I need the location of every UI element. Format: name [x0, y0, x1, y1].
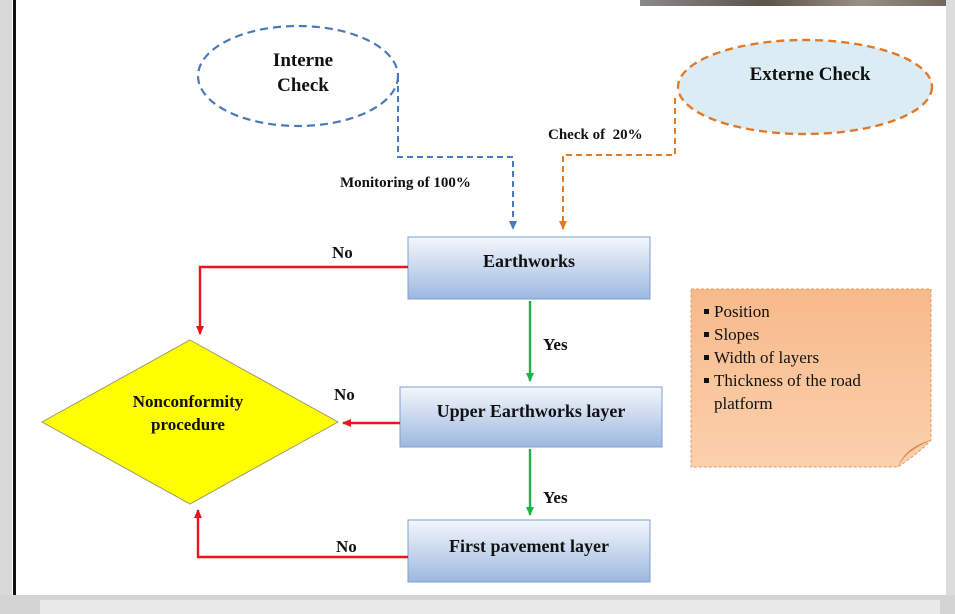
criteria-item: Position — [704, 300, 919, 323]
earthworks-box — [407, 236, 651, 300]
check-percentage-label: Check of 20% — [548, 127, 643, 143]
monitoring-connector — [397, 76, 517, 230]
externe-check-ellipse — [676, 38, 934, 136]
interne-check-label: Interne Check — [272, 50, 334, 96]
yes-label-upper: Yes — [543, 488, 568, 507]
upper-earthworks-label: Upper Earthworks layer — [436, 401, 626, 421]
criteria-item: Thickness of the road platform — [704, 369, 919, 415]
externe-check-label: Externe Check — [749, 64, 871, 85]
monitoring-label: Monitoring of 100% — [340, 175, 471, 191]
no-label-earthworks: No — [332, 243, 353, 262]
earthworks-label: Earthworks — [482, 251, 575, 271]
criteria-item: Slopes — [704, 323, 919, 346]
no-label-first: No — [336, 537, 357, 556]
criteria-item: Width of layers — [704, 346, 919, 369]
nonconformity-label: Nonconformity procedure — [132, 392, 244, 434]
check-connector — [559, 98, 676, 230]
yes-label-earthworks: Yes — [543, 335, 568, 354]
bottom-frame-band — [40, 600, 940, 614]
right-frame-border — [946, 0, 955, 614]
first-pavement-box — [407, 519, 651, 583]
criteria-list: Position Slopes Width of layers Thicknes… — [704, 300, 919, 415]
no-arrow-earthworks — [196, 265, 408, 335]
left-frame-line — [13, 0, 16, 595]
left-frame-border — [0, 0, 12, 614]
top-photo-strip — [640, 0, 955, 6]
first-pavement-label: First pavement layer — [449, 536, 609, 556]
no-label-upper: No — [334, 385, 355, 404]
note-shape — [690, 288, 932, 468]
no-arrow-first — [194, 509, 408, 559]
nonconformity-diamond — [40, 339, 340, 505]
upper-earthworks-box — [399, 386, 663, 448]
